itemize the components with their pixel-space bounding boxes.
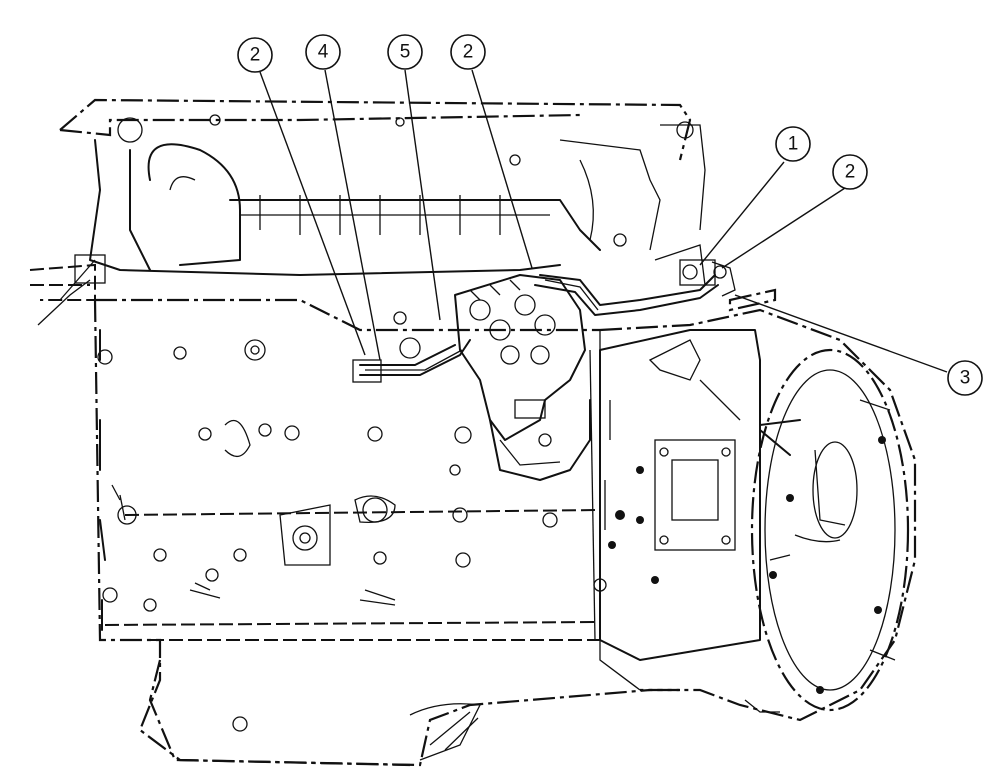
callout-3: 3 (947, 360, 983, 396)
callout-1: 1 (775, 126, 811, 162)
callout-label: 2 (845, 162, 856, 183)
callout-label: 2 (463, 42, 474, 63)
adapter-plate (599, 329, 761, 661)
callout-label: 4 (318, 42, 329, 63)
block-details (97, 311, 607, 612)
callout-4: 4 (305, 34, 341, 70)
flywheel-housing (599, 288, 917, 722)
callout-label: 5 (400, 42, 411, 63)
callout-2-right: 2 (832, 154, 868, 190)
callout-label: 3 (960, 368, 971, 389)
leader-lines (259, 69, 948, 373)
fuel-injection-pump (454, 274, 591, 481)
oil-pan (148, 659, 481, 767)
fuel-lines (352, 259, 736, 383)
callout-label: 1 (788, 134, 799, 155)
callout-2-center: 2 (450, 34, 486, 70)
callout-5: 5 (387, 34, 423, 70)
callout-2-left: 2 (237, 37, 273, 73)
cylinder-head (59, 98, 706, 286)
callout-label: 2 (250, 45, 261, 66)
intake-manifold (29, 254, 106, 326)
